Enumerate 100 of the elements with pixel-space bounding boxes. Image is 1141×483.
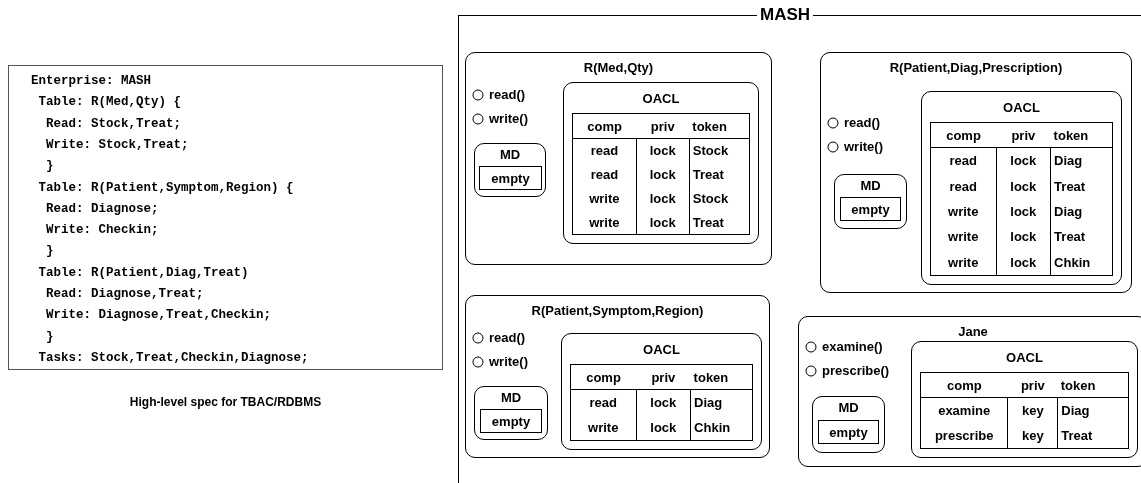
code-line: Enterprise: MASH	[31, 74, 152, 89]
header-cell: token	[1050, 122, 1113, 148]
table-cell: read	[570, 389, 636, 415]
table-cell: Stock	[689, 186, 750, 211]
value-box: empty	[840, 197, 901, 221]
box-title: Jane	[958, 324, 988, 339]
code-line: Read: Stock,Treat;	[46, 116, 182, 132]
code-line: Write: Diagnose,Treat,Checkin;	[46, 308, 272, 324]
table-cell: write	[570, 415, 636, 441]
box-title: MD	[499, 147, 521, 162]
table-cell: read	[930, 147, 996, 174]
md-box	[834, 174, 907, 229]
header-cell: comp	[572, 113, 637, 139]
box-title: R(Patient,Symptom,Region)	[531, 303, 704, 318]
box-title: MD	[500, 390, 522, 405]
code-line: Tasks: Stock,Treat,Checkin,Diagnose;	[38, 350, 309, 366]
header-cell: token	[1057, 372, 1129, 398]
method-label: prescribe()	[822, 363, 890, 378]
value-box: empty	[479, 166, 542, 190]
oacl-box	[561, 333, 762, 450]
method-label: examine()	[822, 339, 883, 354]
table-cell: Stock	[689, 138, 750, 163]
box-title: MD	[860, 178, 881, 193]
table-cell: lock	[636, 162, 690, 187]
table-cell: lock	[636, 186, 690, 211]
method-label: write()	[489, 354, 528, 369]
box-title: MD	[838, 400, 859, 415]
value-box: empty	[480, 409, 542, 433]
oacl-box	[563, 82, 759, 244]
table-cell: write	[930, 198, 996, 225]
code-line: }	[46, 329, 54, 345]
code-line: Table: R(Patient,Symptom,Region) {	[38, 180, 294, 196]
header-cell: priv	[636, 113, 690, 139]
table-cell: write	[930, 224, 996, 250]
header-cell: token	[690, 364, 753, 390]
table-cell: lock	[996, 147, 1051, 174]
table-cell: lock	[996, 173, 1051, 199]
relation-box	[820, 52, 1132, 293]
relation-box	[465, 295, 770, 458]
box-title: OACL	[1006, 350, 1043, 365]
table-cell: key	[1007, 423, 1058, 449]
table-cell: lock	[636, 415, 691, 441]
table-cell: write	[572, 210, 637, 235]
table-cell: lock	[636, 389, 691, 415]
table-cell: write	[930, 249, 996, 276]
code-line: Write: Checkin;	[46, 223, 159, 239]
table-cell: write	[572, 186, 637, 211]
header-cell: comp	[570, 364, 636, 390]
value-box: empty	[818, 420, 879, 444]
caption: High-level spec for TBAC/RDBMS	[129, 395, 322, 409]
table-cell: read	[572, 138, 637, 163]
table-cell: lock	[996, 249, 1051, 276]
table-cell: lock	[636, 210, 690, 235]
oacl-box	[911, 341, 1138, 458]
method-label: read()	[489, 330, 526, 345]
table-cell: Treat	[689, 210, 750, 235]
table-cell: Treat	[1050, 224, 1113, 250]
method-label: write()	[489, 111, 528, 126]
box-title: R(Patient,Diag,Prescription)	[889, 60, 1063, 75]
method-label: read()	[489, 87, 526, 102]
table-cell: lock	[996, 224, 1051, 250]
code-line: Read: Diagnose;	[46, 201, 159, 217]
header-cell: priv	[996, 122, 1051, 148]
table-cell: prescribe	[920, 423, 1008, 449]
method-label: write()	[844, 139, 883, 154]
table-cell: Treat	[689, 162, 750, 187]
table-cell: Treat	[1050, 173, 1113, 199]
header-cell: comp	[930, 122, 996, 148]
box-title: OACL	[643, 342, 680, 357]
table-cell: key	[1007, 397, 1058, 423]
table-cell: Chkin	[1050, 249, 1113, 276]
spec-box	[8, 65, 443, 370]
md-box	[812, 396, 885, 453]
table-cell: Chkin	[690, 415, 753, 441]
box-title: OACL	[1003, 100, 1040, 115]
table-cell: Diag	[1050, 198, 1113, 225]
table-cell: read	[572, 162, 637, 187]
code-line: Table: R(Patient,Diag,Treat)	[38, 265, 249, 281]
table-cell: examine	[920, 397, 1008, 423]
table-cell: Diag	[1057, 397, 1129, 423]
relation-box	[798, 316, 1141, 467]
code-line: }	[46, 244, 54, 260]
table-cell: lock	[636, 138, 690, 163]
code-line: }	[46, 159, 54, 175]
table-cell: read	[930, 173, 996, 199]
box-title: OACL	[642, 91, 680, 106]
method-label: read()	[844, 115, 881, 130]
code-line: Write: Stock,Treat;	[46, 137, 189, 153]
header-cell: priv	[636, 364, 691, 390]
code-line: Read: Diagnose,Treat;	[46, 287, 204, 302]
table-cell: Diag	[1050, 147, 1113, 174]
header-cell: token	[689, 113, 750, 139]
md-box	[474, 386, 548, 440]
table-cell: lock	[996, 198, 1051, 225]
code-line: Table: R(Med,Qty) {	[38, 95, 182, 111]
header-cell: priv	[1007, 372, 1058, 398]
table-cell: Treat	[1057, 423, 1129, 449]
oacl-box	[921, 91, 1122, 285]
box-title: R(Med,Qty)	[583, 60, 654, 75]
table-cell: Diag	[690, 389, 753, 415]
